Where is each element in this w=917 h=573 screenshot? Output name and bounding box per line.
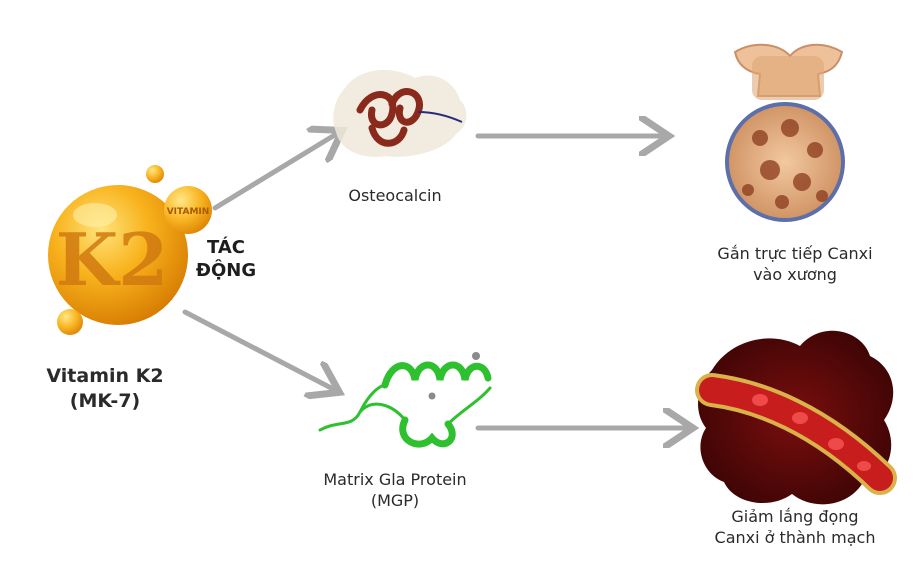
small-orb-icon xyxy=(57,309,83,335)
vitamin-orb-icon xyxy=(164,186,212,234)
action-line1: TÁC xyxy=(206,237,246,258)
arrow-to-osteocalcin xyxy=(212,133,338,211)
bone-structure-icon xyxy=(725,43,845,222)
vessel-effect-label: Giảm lắng đọng Canxi ở thành mạch xyxy=(680,507,910,549)
action-line2: ĐỘNG xyxy=(195,260,257,282)
mgp-line2: (MGP) xyxy=(370,490,420,510)
small-orb-icon xyxy=(146,165,164,183)
k2-badge-text: K2 xyxy=(56,217,169,302)
vitamin-k2-label: Vitamin K2 (MK-7) xyxy=(30,364,180,413)
bone-effect-line2: vào xương xyxy=(753,264,837,284)
osteocalcin-label: Osteocalcin xyxy=(348,186,442,205)
blood-vessel-icon xyxy=(695,330,897,505)
bone-effect-label: Gắn trực tiếp Canxi vào xương xyxy=(680,244,910,286)
arrows xyxy=(182,133,688,428)
bone-effect-line1: Gắn trực tiếp Canxi xyxy=(717,244,873,263)
vessel-effect-line1: Giảm lắng đọng xyxy=(731,507,859,526)
mgp-protein-icon xyxy=(318,352,492,448)
action-label: TÁC ĐỘNG xyxy=(186,236,266,283)
osteocalcin-protein-icon xyxy=(333,69,467,157)
vessel-effect-line2: Canxi ở thành mạch xyxy=(714,527,876,547)
vitamin-name-line1: Vitamin K2 xyxy=(46,365,164,387)
vitamin-name-line2: (MK-7) xyxy=(69,389,141,412)
arrow-to-mgp xyxy=(182,309,335,390)
mgp-line1: Matrix Gla Protein xyxy=(323,470,467,489)
vitamin-badge-text: VITAMIN xyxy=(167,207,210,217)
mgp-label: Matrix Gla Protein (MGP) xyxy=(300,470,490,512)
vitamin-k2-orb: K2 VITAMIN xyxy=(48,165,212,335)
